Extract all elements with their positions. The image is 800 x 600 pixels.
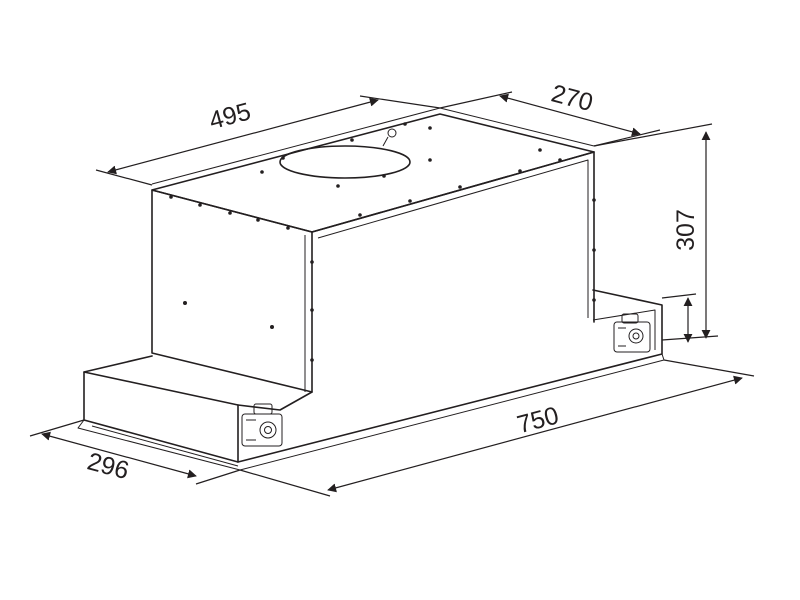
screw-dots [169,122,596,362]
right-latch [613,313,651,353]
dim-label-750: 750 [514,401,562,439]
base-right-inner [592,309,656,350]
exhaust-opening [279,145,411,179]
dimension-750: 750 [239,359,755,497]
top-connector [387,128,397,138]
base-front-face [83,371,239,463]
base-back-edge [83,355,153,373]
chimney-bottom-join [237,391,313,411]
top-connector-stem [382,136,389,147]
dim-label-296: 296 [84,447,132,485]
base-bottom-edge [237,289,663,463]
left-latch [241,403,283,447]
hood-body [77,107,665,471]
dimension-270: 270 [439,79,661,147]
dimension-296: 296 [29,419,241,485]
dim-label-307: 307 [672,209,700,251]
dimension-307: 307 [593,123,719,341]
dimension-small-height [661,293,697,343]
chimney-front-face [151,189,313,393]
dim-label-495: 495 [206,97,254,135]
base-underside [77,353,665,471]
dimension-495: 495 [95,95,441,186]
chimney-side-rim [317,159,589,318]
